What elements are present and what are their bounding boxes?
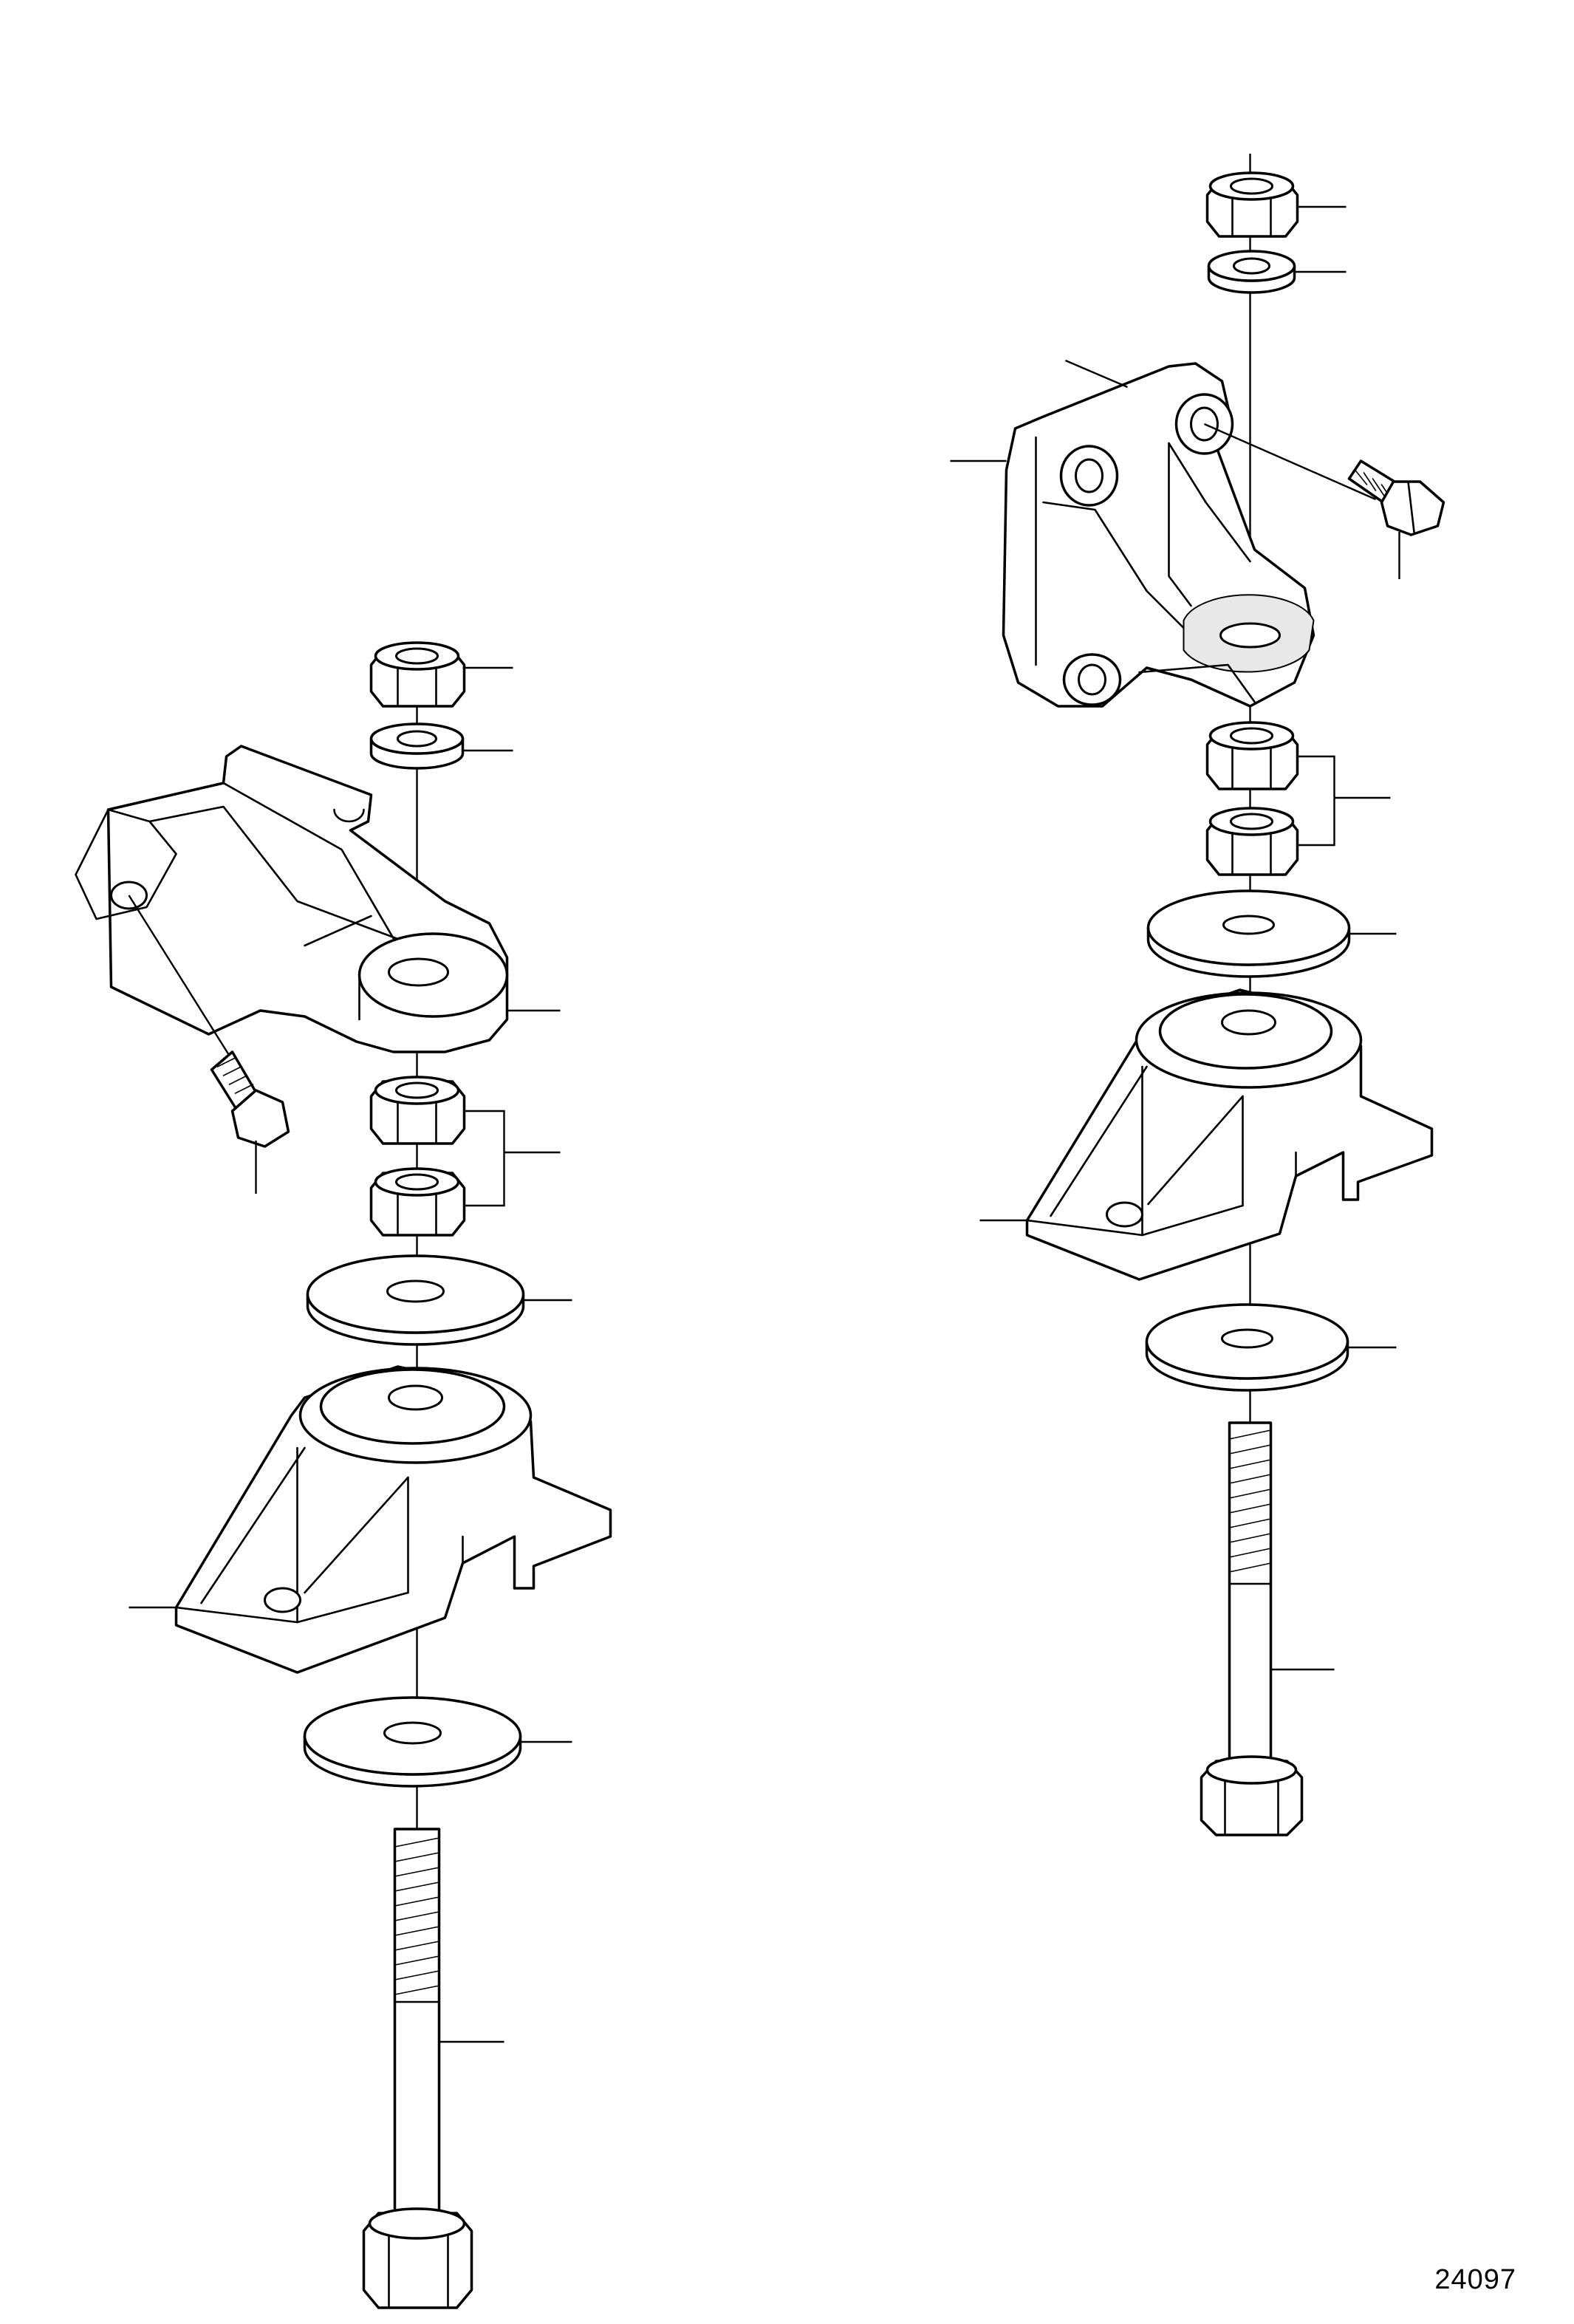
left-spring-washer	[372, 724, 463, 768]
right-engine-bracket	[1004, 363, 1314, 706]
left-double-nuts	[372, 1077, 465, 1235]
left-engine-bracket	[76, 746, 507, 1052]
left-top-nut	[372, 643, 465, 706]
drawing-number: 24097	[1434, 2264, 1516, 2295]
right-flat-washer-upper	[1149, 891, 1349, 977]
left-bracket-bolt	[129, 895, 289, 1194]
left-long-bolt	[364, 1829, 472, 2308]
right-flat-washer-lower	[1147, 1305, 1348, 1390]
right-spring-washer	[1209, 251, 1295, 293]
right-long-bolt	[1202, 1423, 1302, 1835]
left-flat-washer-lower	[305, 1698, 521, 1786]
right-leader-lines	[951, 207, 1397, 1669]
left-mount-assembly	[76, 643, 611, 2308]
left-leader-lines	[129, 668, 572, 2042]
right-double-nuts	[1208, 722, 1298, 875]
right-rubber-mount	[1027, 990, 1432, 1279]
left-flat-washer-upper	[308, 1256, 524, 1344]
right-top-nut	[1208, 173, 1298, 236]
left-rubber-mount	[177, 1367, 611, 1672]
right-mount-assembly	[951, 154, 1444, 1835]
right-side-bolt	[1205, 424, 1444, 579]
